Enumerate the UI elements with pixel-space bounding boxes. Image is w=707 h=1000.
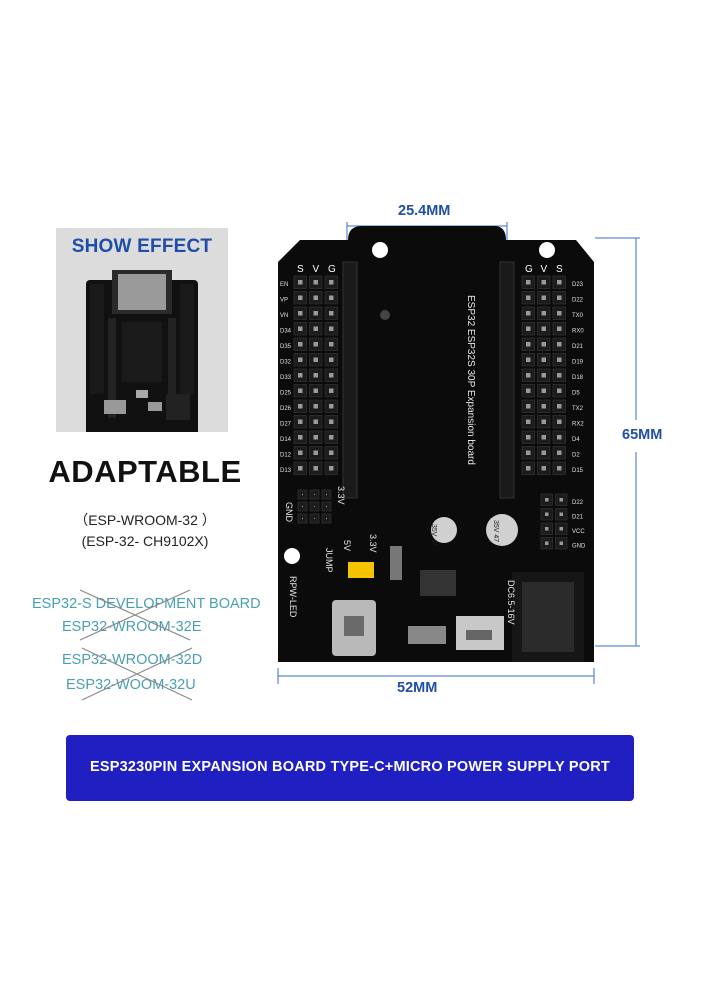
right-pin-label: RX2 (572, 422, 584, 428)
supported-model-1: （ESP-WROOM-32 ） (74, 512, 216, 528)
right-pin-label: RX0 (572, 329, 584, 335)
bottom-right-pin-label: VCC (572, 529, 585, 535)
gnd-pin-header (297, 489, 332, 524)
mini-board-photo (86, 270, 198, 432)
left-header-label: G (328, 264, 336, 275)
capacitor-1 (431, 517, 457, 543)
mount-hole-1 (372, 242, 388, 258)
left-pin-label: D25 (280, 391, 292, 397)
right-pin-label: D2 (572, 453, 580, 459)
board-center-label: ESP32 ESP32S 30P Expansion board (465, 295, 476, 465)
left-pin-label: D34 (280, 329, 292, 335)
right-pin-label: D15 (572, 468, 584, 474)
capacitor-2-label: 35V 47 (492, 520, 499, 542)
right-header-label: V (541, 264, 548, 275)
product-banner: ESP3230PIN EXPANSION BOARD TYPE-C+MICRO … (66, 735, 634, 801)
left-pin-label: D14 (280, 437, 292, 443)
right-pin-label: D4 (572, 437, 580, 443)
compat-item-1: ESP32-S DEVELOPMENT BOARD (32, 596, 261, 612)
regulator (420, 570, 456, 596)
left-pin-label: EN (280, 282, 288, 288)
jumper-cap (348, 562, 374, 578)
left-pin-label: D12 (280, 453, 292, 459)
compat-item-3: ESP32-WROOM-32D (62, 652, 203, 668)
left-pin-label: D26 (280, 406, 292, 412)
left-pin-label: D32 (280, 360, 292, 366)
right-pin-label: D22 (572, 298, 584, 304)
bottom-right-pin-label: D21 (572, 515, 584, 521)
banner-text: ESP3230PIN EXPANSION BOARD TYPE-C+MICRO … (90, 759, 610, 775)
left-pin-label: VP (280, 298, 288, 304)
jump-5v-label: 5V (342, 540, 352, 551)
rpw-led-label: RPW-LED (288, 576, 298, 618)
capacitor-1-label: 35V 47 (430, 524, 437, 546)
capacitor-2 (486, 514, 518, 546)
left-pin-label: VN (280, 313, 288, 319)
bottom-right-pin-label: GND (572, 544, 586, 550)
left-header-label: V (313, 264, 320, 275)
left-pin-header (293, 275, 338, 475)
bottom-right-pin-label: D22 (572, 500, 584, 506)
right-pin-label: D23 (572, 282, 584, 288)
mount-hole-2 (539, 242, 555, 258)
gnd-label: GND (284, 502, 294, 523)
jump-33v-label: 3.3V (368, 534, 378, 553)
left-pin-label: D33 (280, 375, 292, 381)
fuse (408, 626, 446, 644)
right-pin-label: TX0 (572, 313, 584, 319)
show-effect-panel: SHOW EFFECT (56, 228, 228, 432)
right-pin-label: D5 (572, 391, 580, 397)
right-pin-label: D21 (572, 344, 584, 350)
show-effect-title: SHOW EFFECT (71, 236, 213, 257)
v33-label: 3.3V (336, 486, 346, 505)
supported-model-2: (ESP-32- CH9102X) (81, 533, 209, 549)
dc-label: DC6.5-16V (506, 580, 516, 625)
adaptable-heading: ADAPTABLE (48, 454, 242, 489)
right-header-label: S (556, 264, 563, 275)
dimension-width: 52MM (397, 680, 438, 696)
right-pin-header (521, 275, 566, 475)
jump-label: JUMP (324, 548, 334, 573)
mount-hole-3 (284, 548, 300, 564)
compat-item-4: ESP32-WOOM-32U (66, 677, 196, 693)
bottom-right-pin-header (540, 493, 568, 550)
right-header-label: G (525, 264, 533, 275)
left-pin-label: D27 (280, 422, 292, 428)
compat-item-2: ESP32-WROOM-32E (62, 619, 202, 635)
right-pin-label: D19 (572, 360, 584, 366)
left-pin-label: D35 (280, 344, 292, 350)
switch (390, 546, 402, 580)
dimension-height: 65MM (622, 427, 663, 443)
left-header-label: S (297, 264, 304, 275)
right-pin-label: D18 (572, 375, 584, 381)
right-pin-label: TX2 (572, 406, 584, 412)
dimension-width-headers: 25.4MM (398, 203, 451, 219)
left-pin-label: D13 (280, 468, 292, 474)
